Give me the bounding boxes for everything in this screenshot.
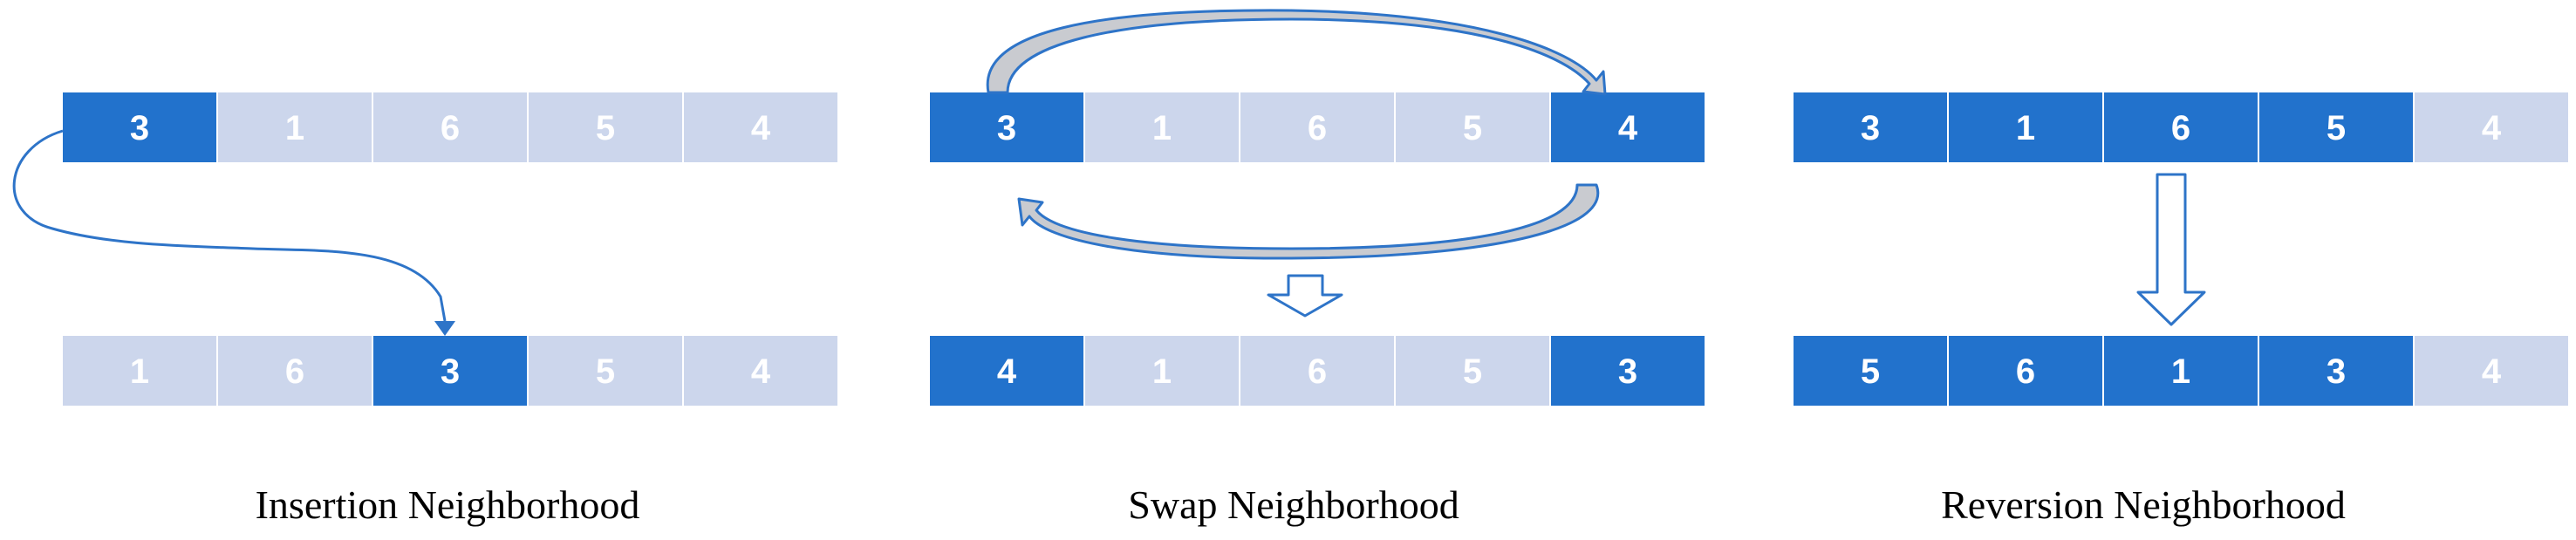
reversion-bottom-row: 5 6 1 3 4 [1794, 336, 2568, 406]
sequence-cell [529, 336, 682, 406]
captions-layer: Insertion Neighborhood Swap Neighborhood… [256, 482, 2346, 527]
sequence-cell-value: 5 [596, 109, 615, 147]
sequence-cell-value: 3 [130, 109, 149, 147]
swap-bottom-row: 4 1 6 5 3 [930, 336, 1705, 406]
sequence-cell [63, 92, 216, 162]
sequence-cell-value: 3 [997, 109, 1016, 147]
sequence-cell [1551, 92, 1705, 162]
sequence-cell [218, 336, 372, 406]
sequence-cell-value: 4 [997, 352, 1017, 391]
sequence-cell-value: 6 [1308, 352, 1327, 391]
sequence-cell [1240, 92, 1394, 162]
sequence-cell-value: 3 [1861, 109, 1880, 147]
sequence-cell [218, 92, 372, 162]
sequence-cell-value: 5 [1463, 109, 1482, 147]
sequence-cell [2415, 92, 2568, 162]
sequence-cell-value: 4 [751, 109, 771, 147]
sequence-cell [1794, 336, 1947, 406]
insertion-arrow-curve [12, 129, 447, 322]
sequence-cell-value: 6 [2016, 352, 2035, 391]
sequence-cell-value: 4 [2482, 352, 2502, 391]
sequence-cell [1240, 336, 1394, 406]
sequence-cell-value: 5 [1463, 352, 1482, 391]
sequence-cell [1396, 336, 1549, 406]
reversion-top-row: 3 1 6 5 4 [1794, 92, 2568, 162]
sequence-cell-value: 1 [130, 352, 149, 391]
sequence-cell-value: 1 [285, 109, 304, 147]
sequence-cell [930, 92, 1083, 162]
sequence-cell-value: 6 [285, 352, 304, 391]
sequence-cell [2415, 336, 2568, 406]
sequence-cell-value: 6 [1308, 109, 1327, 147]
sequence-cell [373, 92, 527, 162]
sequence-cell [373, 336, 527, 406]
insertion-connector [12, 129, 455, 336]
sequence-cell-value: 1 [1152, 352, 1172, 391]
sequence-cell [2259, 92, 2413, 162]
sequence-cell [1396, 92, 1549, 162]
sequence-cell [63, 336, 216, 406]
swap-connectors [986, 9, 1607, 318]
sequence-cell [1085, 92, 1239, 162]
insertion-bottom-row: 1 6 3 5 4 [63, 336, 837, 406]
sequence-cell [1551, 336, 1705, 406]
sequence-cell [1794, 92, 1947, 162]
swap-top-row: 3 1 6 5 4 [930, 92, 1705, 162]
sequence-cell-value: 3 [441, 352, 460, 391]
insertion-top-row: 3 1 6 5 4 [63, 92, 837, 162]
caption-swap: Swap Neighborhood [1128, 482, 1459, 527]
sequence-cell-value: 6 [441, 109, 460, 147]
sequence-cell [529, 92, 682, 162]
caption-reversion: Reversion Neighborhood [1941, 482, 2346, 527]
sequence-cell [1949, 336, 2102, 406]
sequence-cell-value: 4 [2482, 109, 2502, 147]
sequence-cell-value: 1 [2171, 352, 2190, 391]
sequence-cell [2104, 92, 2258, 162]
sequence-cell-value: 1 [1152, 109, 1172, 147]
sequence-cell-value: 4 [1618, 109, 1638, 147]
sequence-cell-value: 6 [2171, 109, 2190, 147]
cells-layer: 3 1 6 5 4 1 6 3 5 4 3 1 6 5 4 4 1 6 5 3 3 1 6 5 4 5 6 1 3 4 [63, 92, 2568, 406]
swap-down-arrow [1267, 274, 1343, 318]
sequence-cell [1085, 336, 1239, 406]
sequence-cell-value: 5 [596, 352, 615, 391]
sequence-cell-value: 3 [2327, 352, 2346, 391]
sequence-cell [1949, 92, 2102, 162]
sequence-cell [930, 336, 1083, 406]
sequence-cell [2259, 336, 2413, 406]
caption-insertion: Insertion Neighborhood [256, 482, 640, 527]
sequence-cell-value: 3 [1618, 352, 1637, 391]
sequence-cell-value: 1 [2016, 109, 2035, 147]
sequence-cell-value: 4 [751, 352, 771, 391]
sequence-cell-value: 5 [1861, 352, 1880, 391]
sequence-cell [684, 92, 837, 162]
sequence-cell [684, 336, 837, 406]
swap-top-arc [986, 9, 1607, 96]
insertion-arrowhead [434, 321, 455, 336]
sequence-cell [2104, 336, 2258, 406]
reversion-connector [2136, 173, 2206, 326]
reversion-down-arrow [2136, 173, 2206, 326]
sequence-cell-value: 5 [2327, 109, 2346, 147]
swap-bottom-arc [1017, 183, 1600, 260]
